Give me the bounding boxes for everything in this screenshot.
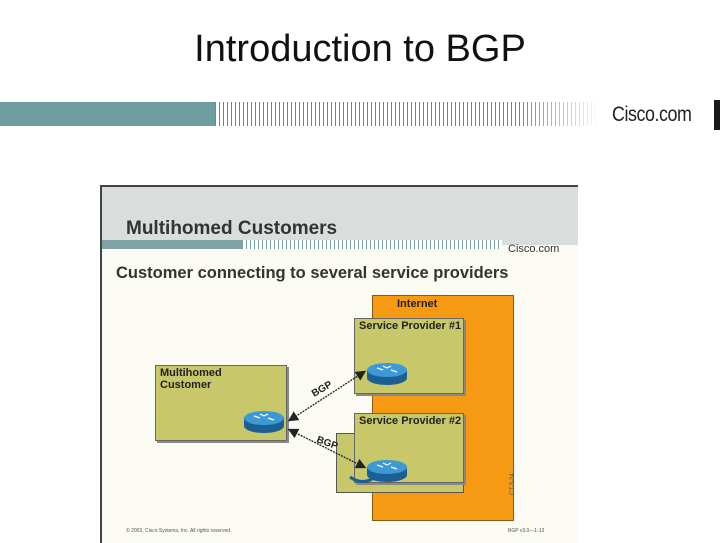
bgp-label-1: BGP: [310, 379, 335, 400]
customer-label: Multihomed Customer: [160, 367, 222, 391]
slide-header-bar: [102, 240, 578, 249]
bgp-link-1: [287, 370, 367, 422]
slide-copyright: © 2003, Cisco Systems, Inc. All rights r…: [126, 528, 232, 534]
internet-label: Internet: [397, 298, 438, 310]
cable-swoosh: [349, 473, 379, 483]
router-icon: [367, 363, 407, 385]
bgp-link-2: [287, 428, 367, 469]
slide-cisco-logo: Cisco.com: [508, 243, 560, 255]
cisco-logo: Cisco.com: [612, 103, 692, 126]
provider1-label: Service Provider #1: [359, 320, 462, 332]
slide-side-code: CT-3-24: [510, 473, 516, 495]
slide-header: [102, 187, 578, 245]
customer-label-line2: Customer: [160, 379, 212, 391]
header-edge: [714, 100, 720, 130]
slide-subtitle: Customer connecting to several service p…: [116, 264, 509, 282]
page-title: Introduction to BGP: [194, 28, 526, 70]
provider2-label: Service Provider #2: [359, 415, 462, 427]
router-icon: [367, 460, 407, 482]
diagram-overlay: BGP BGP: [244, 363, 407, 483]
header-teal-band: [0, 102, 228, 126]
slide-footer-code: BGP v3.0—1-13: [508, 528, 545, 534]
header-bar: Cisco.com: [0, 100, 720, 130]
customer-label-line1: Multihomed: [160, 367, 222, 379]
embedded-slide: Multihomed Customers Cisco.com Customer …: [100, 185, 578, 543]
bgp-label-2: BGP: [315, 434, 339, 452]
slide-title: Multihomed Customers: [126, 218, 338, 239]
router-icon: [244, 411, 284, 433]
